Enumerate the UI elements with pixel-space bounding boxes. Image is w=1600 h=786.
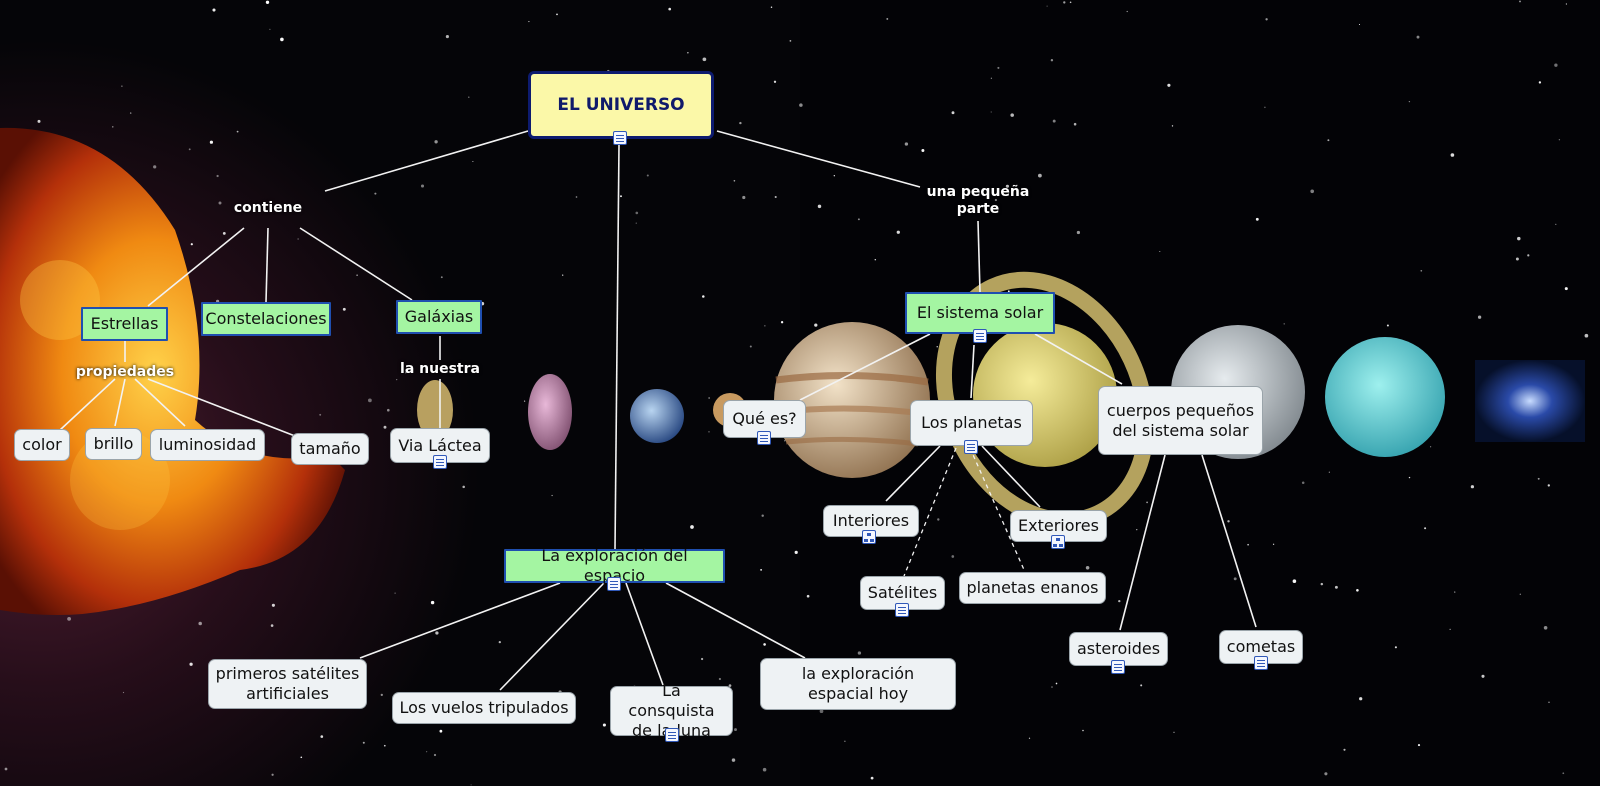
concept-planetas-enanos[interactable]: planetas enanos <box>959 572 1106 604</box>
concept-constelaciones[interactable]: Constelaciones <box>201 302 331 336</box>
document-icon[interactable] <box>964 440 978 454</box>
concept-sistema-solar[interactable]: El sistema solar <box>905 292 1055 334</box>
document-icon[interactable] <box>757 431 771 445</box>
concept-map-icon[interactable] <box>862 530 876 544</box>
concept-via-lactea[interactable]: Via Láctea <box>390 428 490 463</box>
concept-estrellas[interactable]: Estrellas <box>81 307 168 341</box>
concept-exploracion-hoy[interactable]: la exploración espacial hoy <box>760 658 956 710</box>
document-icon[interactable] <box>665 728 679 742</box>
linking-phrase-propiedades: propiedades <box>75 364 175 380</box>
document-icon[interactable] <box>895 603 909 617</box>
concept-primeros-satelites[interactable]: primeros satélites artificiales <box>208 659 367 709</box>
concept-brillo[interactable]: brillo <box>85 428 142 460</box>
concept-vuelos-tripulados[interactable]: Los vuelos tripulados <box>392 692 576 724</box>
document-icon[interactable] <box>1254 656 1268 670</box>
linking-phrase-la-nuestra: la nuestra <box>400 361 480 377</box>
concept-luminosidad[interactable]: luminosidad <box>150 429 265 461</box>
concept-los-planetas[interactable]: Los planetas <box>910 400 1033 446</box>
document-icon[interactable] <box>973 329 987 343</box>
document-icon[interactable] <box>433 455 447 469</box>
document-icon[interactable] <box>607 577 621 591</box>
concept-el-universo[interactable]: EL UNIVERSO <box>528 71 714 139</box>
concept-galaxias[interactable]: Galáxias <box>396 300 482 334</box>
concept-tamano[interactable]: tamaño <box>291 433 369 465</box>
concept-map-icon[interactable] <box>1051 535 1065 549</box>
linking-phrase-contiene: contiene <box>233 200 303 216</box>
document-icon[interactable] <box>613 131 627 145</box>
concept-color[interactable]: color <box>14 429 70 461</box>
document-icon[interactable] <box>1111 660 1125 674</box>
linking-phrase-una-pequena-parte: una pequeña parte <box>926 184 1030 217</box>
concept-cuerpos-pequenos[interactable]: cuerpos pequeños del sistema solar <box>1098 386 1263 455</box>
